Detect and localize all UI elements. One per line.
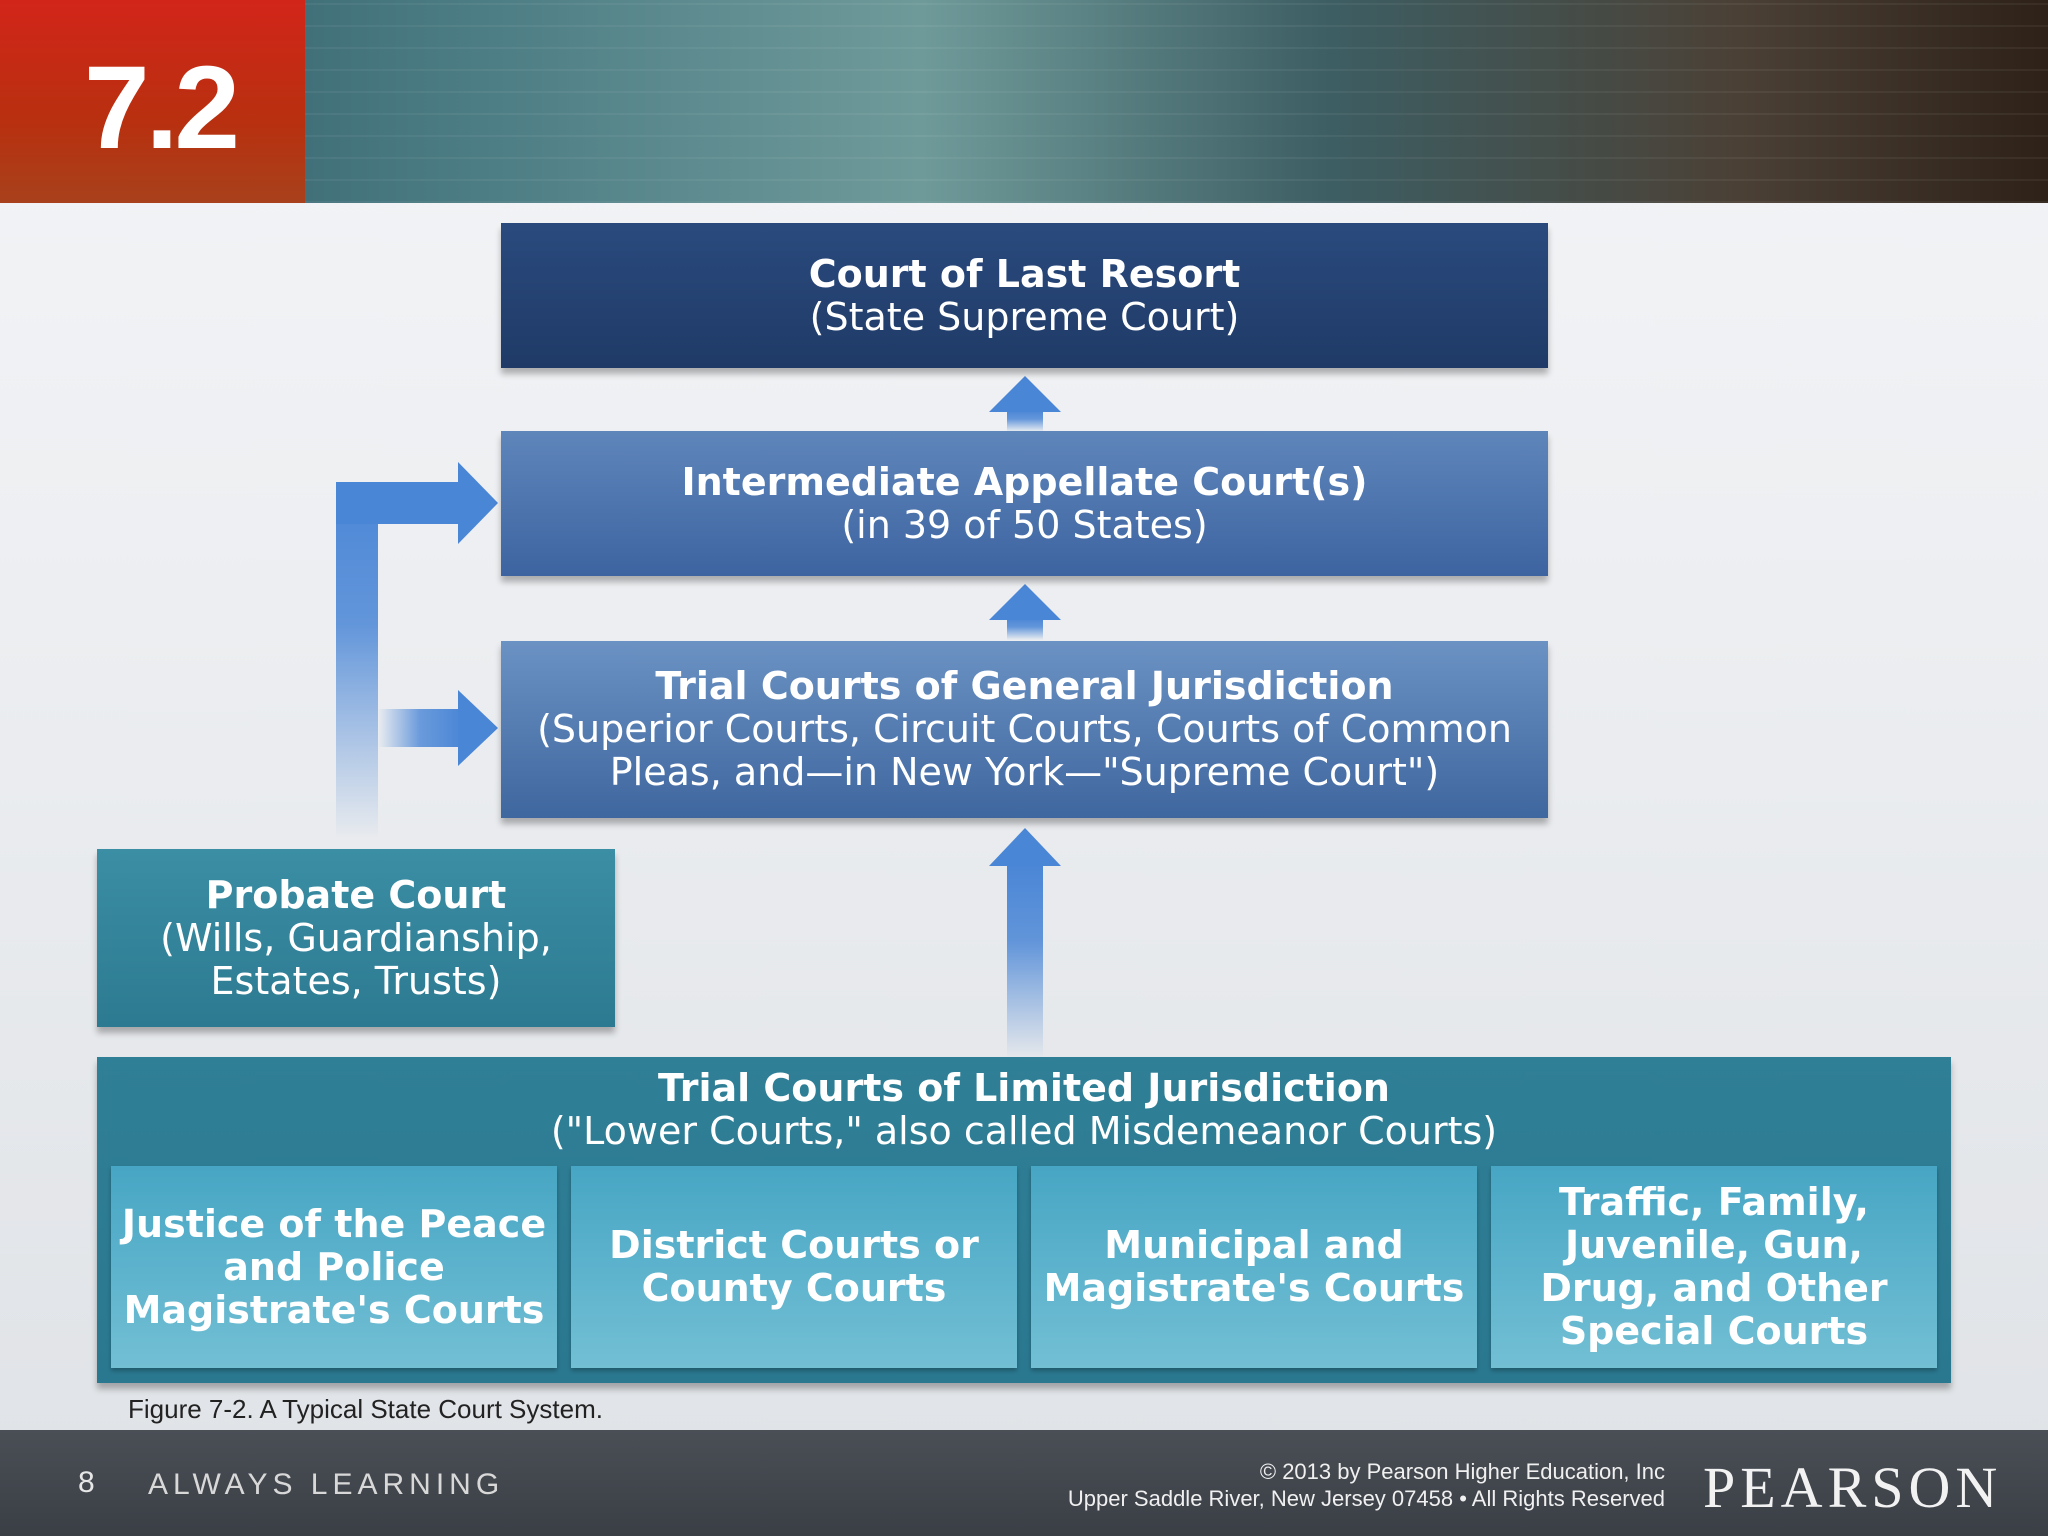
- intermediate-appellate-subtitle: (in 39 of 50 States): [841, 502, 1208, 547]
- intermediate-appellate-box: Intermediate Appellate Court(s) (in 39 o…: [501, 431, 1548, 576]
- sub-court-municipal-magistrate: Municipal and Magistrate's Courts: [1031, 1166, 1477, 1368]
- sub-court-line: Magistrate's Courts: [123, 1287, 545, 1332]
- probate-court-subtitle-line2: Estates, Trusts): [210, 958, 502, 1003]
- pearson-logo: PEARSON: [1703, 1455, 2003, 1520]
- sub-court-line: Special Courts: [1559, 1309, 1869, 1353]
- copyright-line: Upper Saddle River, New Jersey 07458 • A…: [1067, 1486, 1665, 1511]
- limited-jurisdiction-subtitle: ("Lower Courts," also called Misdemeanor…: [550, 1109, 1498, 1153]
- sub-court-special-courts: Traffic, Family, Juvenile, Gun, Drug, an…: [1491, 1166, 1937, 1368]
- probate-court-box: Probate Court (Wills, Guardianship, Esta…: [97, 849, 615, 1027]
- sub-court-line: Magistrate's Courts: [1043, 1266, 1465, 1310]
- limited-jurisdiction-title: Trial Courts of Limited Jurisdiction: [658, 1066, 1390, 1110]
- footer-tagline: ALWAYS LEARNING: [148, 1468, 505, 1501]
- sub-court-line: Drug, and Other: [1540, 1266, 1888, 1310]
- sub-court-line: District Courts or: [609, 1223, 979, 1267]
- court-of-last-resort-subtitle: (State Supreme Court): [809, 294, 1240, 339]
- general-jurisdiction-subtitle-line1: (Superior Courts, Circuit Courts, Courts…: [537, 707, 1512, 751]
- court-of-last-resort-box: Court of Last Resort (State Supreme Cour…: [501, 223, 1548, 368]
- general-jurisdiction-box: Trial Courts of General Jurisdiction (Su…: [501, 641, 1548, 818]
- sub-court-line: and Police: [223, 1244, 445, 1289]
- copyright-line: © 2013 by Pearson Higher Education, Inc: [1259, 1459, 1665, 1484]
- figure-caption: Figure 7-2. A Typical State Court System…: [128, 1394, 603, 1424]
- copyright-notice: © 2013 by Pearson Higher Education, Inc …: [1068, 1458, 1665, 1512]
- general-jurisdiction-title: Trial Courts of General Jurisdiction: [655, 664, 1394, 708]
- probate-court-title: Probate Court: [205, 872, 507, 917]
- sub-court-line: Traffic, Family,: [1559, 1180, 1869, 1224]
- intermediate-appellate-title: Intermediate Appellate Court(s): [681, 459, 1368, 504]
- section-badge: 7.2: [0, 0, 305, 203]
- arrow-to-last-resort: [989, 376, 1061, 432]
- sub-court-line: Municipal and: [1104, 1223, 1404, 1267]
- arrow-to-intermediate: [989, 584, 1061, 640]
- header-banner: 7.2: [0, 0, 2048, 203]
- sub-court-line: Justice of the Peace: [121, 1201, 547, 1246]
- court-of-last-resort-title: Court of Last Resort: [808, 251, 1241, 296]
- arrow-to-general-jurisdiction: [989, 828, 1061, 1058]
- footer-bar: 8 ALWAYS LEARNING © 2013 by Pearson High…: [0, 1430, 2048, 1536]
- sub-court-justice-of-the-peace: Justice of the Peace and Police Magistra…: [111, 1166, 557, 1368]
- section-number: 7.2: [84, 42, 240, 174]
- sub-court-line: Juvenile, Gun,: [1564, 1223, 1863, 1267]
- page-number: 8: [78, 1466, 95, 1499]
- sub-court-district-county: District Courts or County Courts: [571, 1166, 1017, 1368]
- probate-appeal-arrows: [336, 462, 498, 838]
- probate-court-subtitle-line1: (Wills, Guardianship,: [160, 915, 552, 960]
- header-texture: [0, 0, 2048, 203]
- general-jurisdiction-subtitle-line2: Pleas, and—in New York—"Supreme Court"): [609, 750, 1440, 794]
- sub-court-line: County Courts: [641, 1266, 947, 1310]
